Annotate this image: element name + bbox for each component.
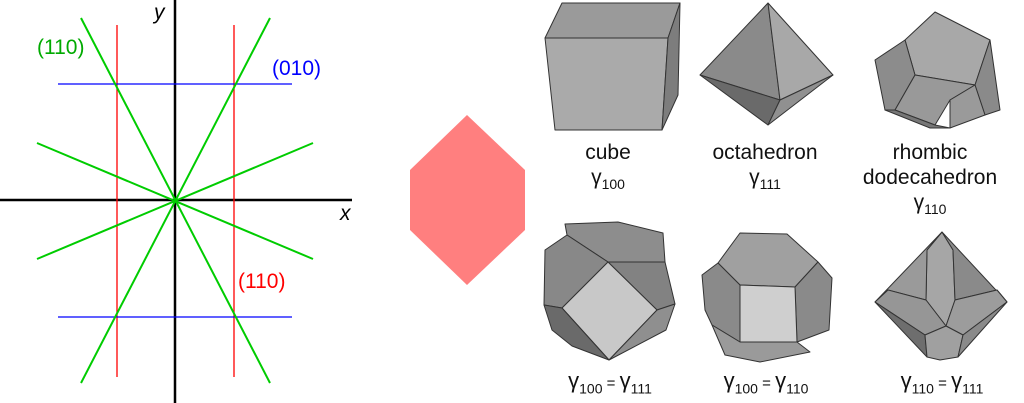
truncated-octahedron-shape-100-110 xyxy=(701,232,833,363)
gamma-symbol: γ xyxy=(568,368,580,393)
shape-name-line1: rhombic xyxy=(892,141,968,164)
subscript: 111 xyxy=(962,380,984,397)
equals-sign: = xyxy=(933,375,952,392)
gamma-symbol: γ xyxy=(619,368,631,393)
equality-label-100-110: γ100 = γ110 xyxy=(724,368,809,396)
equals-sign: = xyxy=(757,375,776,392)
shape-name-line2: dodecahedron xyxy=(862,166,998,189)
gamma-symbol: γ xyxy=(723,368,735,393)
shape-name: cube xyxy=(585,141,631,164)
shape-name: octahedron xyxy=(712,141,818,164)
gamma-symbol: γ xyxy=(951,368,963,393)
subscript: 111 xyxy=(630,380,652,397)
gamma-label: γ111 xyxy=(749,166,781,193)
equality-label-100-111: γ100 = γ111 xyxy=(568,368,652,396)
equality-label-110-111: γ110 = γ111 xyxy=(901,368,984,396)
subscript: 100 xyxy=(734,380,758,397)
gamma-subscript: 110 xyxy=(924,201,947,218)
cube-shape xyxy=(544,2,681,131)
blue-plane-label: (010) xyxy=(272,57,322,80)
subscript: 110 xyxy=(786,380,809,397)
gamma-symbol: γ xyxy=(775,368,787,393)
rhombic-dodecahedron-shape xyxy=(874,11,1001,129)
x-axis-label: x xyxy=(340,202,351,225)
gamma-symbol: γ xyxy=(913,191,925,214)
equals-sign: = xyxy=(602,375,620,392)
wulff-shape-hexagon xyxy=(410,115,525,285)
y-axis-label: y xyxy=(154,1,165,24)
red-plane-label: (110) xyxy=(238,270,286,293)
gamma-symbol: γ xyxy=(591,166,602,189)
subscript: 100 xyxy=(579,380,603,397)
gamma-label: γ110 xyxy=(913,191,947,218)
green-plane-label: (110) xyxy=(37,36,85,59)
rhombicuboctahedron-like-shape-110-111 xyxy=(874,231,1008,361)
octahedron-shape xyxy=(699,2,834,126)
gamma-symbol: γ xyxy=(900,368,912,393)
subscript: 110 xyxy=(911,380,934,397)
gamma-symbol: γ xyxy=(749,166,760,189)
gamma-label: γ100 xyxy=(591,166,625,193)
green-plane-line xyxy=(36,142,314,260)
wulff-plane-diagram xyxy=(0,0,352,403)
gamma-subscript: 111 xyxy=(759,176,781,193)
truncated-cube-shape-100-111 xyxy=(543,221,676,361)
gamma-subscript: 100 xyxy=(601,176,625,193)
